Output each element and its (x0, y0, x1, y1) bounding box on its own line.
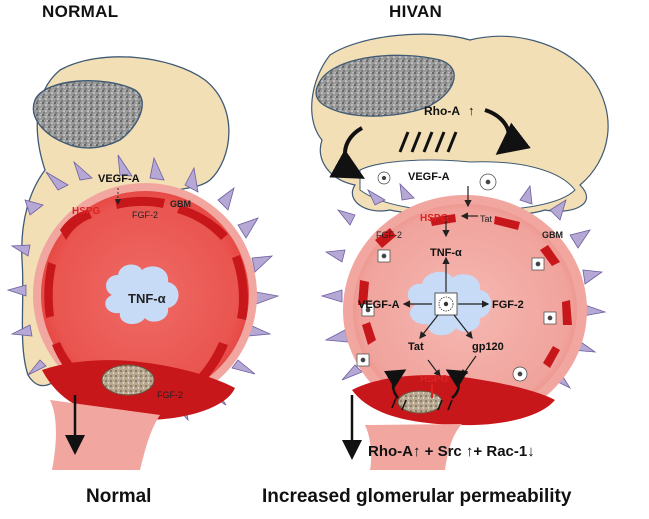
normal-fgf-top-label: FGF-2 (132, 210, 158, 220)
hivan-hspg-bottom-label: HSPG (420, 374, 449, 385)
normal-vegf-label: VEGF-A (98, 173, 140, 185)
normal-panel: VEGF-A HSPG FGF-2 GBM TNF-α FGF-2 (6, 56, 280, 470)
hivan-gp120-label: gp120 (472, 341, 504, 353)
normal-gbm-label: GBM (170, 199, 191, 209)
hivan-tnf-label: TNF-α (430, 247, 462, 259)
normal-tnf-label: TNF-α (128, 291, 166, 306)
hivan-vegf-center-label: VEGF-A (358, 299, 400, 311)
hivan-rho-up-arrow: ↑ (468, 103, 475, 118)
normal-caption: Normal (86, 486, 152, 507)
hivan-hspg-top-label: HSPG (420, 213, 449, 224)
hivan-panel-title: HIVAN (389, 2, 443, 21)
normal-panel-title: NORMAL (42, 2, 119, 21)
hivan-endothelial-cells (358, 214, 572, 368)
signal-arrows (402, 186, 490, 377)
hivan-tat-center-label: Tat (408, 341, 424, 353)
hivan-panel: Rho-A ↑ VEGF-A Tat HSPG FGF-2 GBM TNF-α … (311, 33, 609, 470)
right-curved-arrow (484, 108, 531, 155)
normal-hspg-label: HSPG (72, 206, 101, 217)
small-virus-icons (356, 171, 557, 382)
hivan-fgf-center-label: FGF-2 (492, 299, 524, 311)
hivan-vegf-top-label: VEGF-A (408, 171, 450, 183)
hivan-bottom-formula: Rho-A↑ + Src ↑+ Rac-1↓ (368, 443, 535, 460)
hivan-caption: Increased glomerular permeability (262, 486, 572, 507)
hivan-gbm-label: GBM (542, 230, 563, 240)
stress-fibers (398, 131, 458, 153)
hivan-fgf-top-label: FGF-2 (376, 230, 402, 240)
podocyte-nucleus (32, 80, 143, 149)
tnf-cloud (105, 264, 179, 325)
hivan-podocyte-nucleus (315, 54, 455, 117)
endothelial-nucleus (101, 364, 155, 396)
normal-fgf-bottom-label: FGF-2 (157, 390, 183, 400)
virus-icon (434, 292, 458, 316)
left-curved-arrow (329, 126, 365, 179)
hivan-tat-top-label: Tat (480, 214, 493, 224)
hivan-rho-label: Rho-A (424, 104, 460, 118)
